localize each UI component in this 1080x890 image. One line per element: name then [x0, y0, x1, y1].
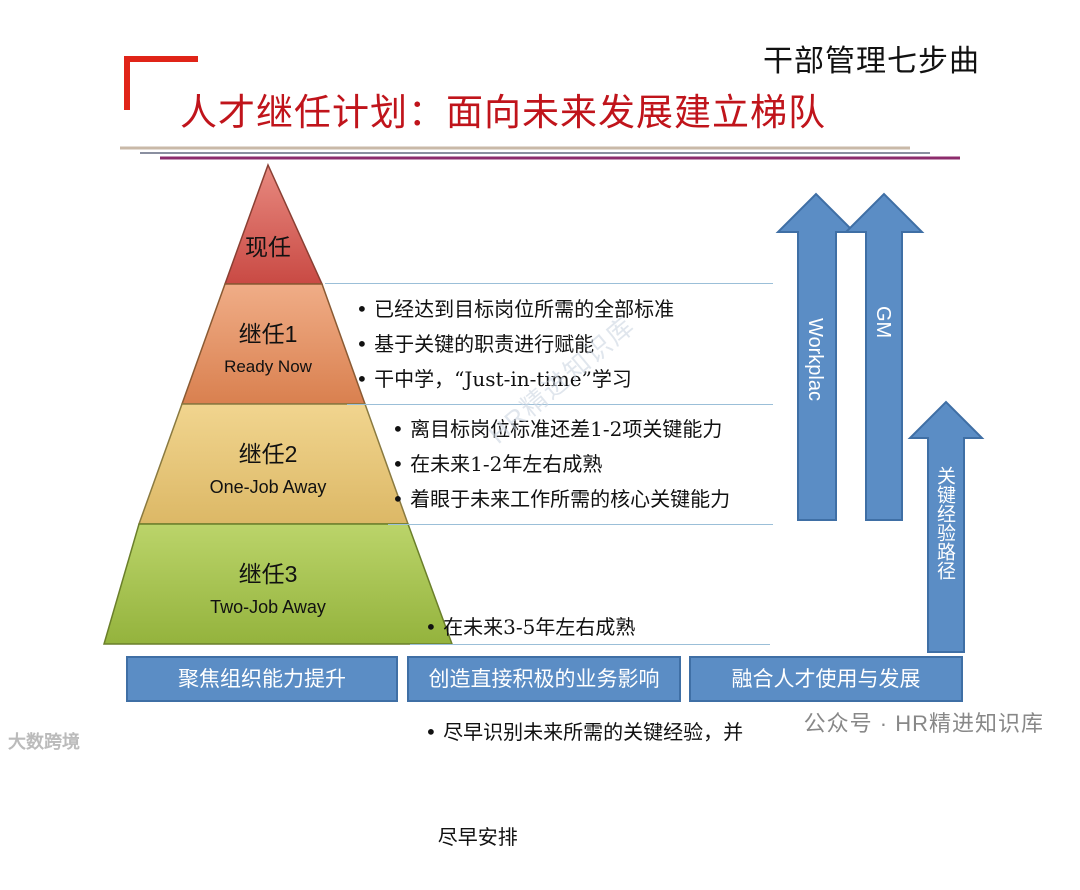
bullet-item: • 基于关键的职责进行赋能	[356, 332, 595, 356]
separator-line	[410, 644, 770, 645]
bullet-item: • 离目标岗位标准还差1-2项关键能力	[392, 417, 723, 441]
experience-path-arrow	[907, 400, 985, 653]
tier-label-current: 现任	[168, 228, 368, 262]
page-title: 人才继任计划：面向未来发展建立梯队	[180, 91, 826, 134]
bottom-box-org-capability: 聚焦组织能力提升	[126, 656, 398, 702]
gm-arrow-label: GM	[872, 306, 894, 339]
gm-arrow	[843, 192, 925, 521]
separator-line	[388, 524, 773, 525]
bullet-item: • 在未来1-2年左右成熟	[392, 452, 603, 476]
experience-path-arrow-label: 关键经验路径	[934, 466, 956, 580]
tier-label-3-cn: 继任3	[238, 561, 298, 587]
bullet-item: • 已经达到目标岗位所需的全部标准	[356, 297, 675, 321]
bullet-item: 尽早安排	[425, 825, 518, 849]
succession-pyramid	[103, 163, 454, 645]
bullet-item: • 着眼于未来工作所需的核心关键能力	[392, 487, 731, 511]
tier-label-current-cn: 现任	[245, 234, 291, 260]
tier-label-1-en: Ready Now	[224, 357, 312, 376]
title-bracket-decoration	[124, 56, 198, 110]
growth-arrows	[775, 192, 985, 653]
bullet-item: • 在未来3-5年左右成熟	[425, 615, 636, 639]
separator-line	[325, 283, 773, 284]
tier1-bullet-list: • 已经达到目标岗位所需的全部标准 • 基于关键的职责进行赋能 • 干中学，“J…	[356, 292, 674, 397]
workplace-arrow	[775, 192, 857, 521]
title-underline-decoration	[120, 146, 960, 160]
footer-logo-text: 大数跨境	[8, 732, 80, 752]
separator-line	[347, 404, 773, 405]
bottom-box-business-impact: 创造直接积极的业务影响	[407, 656, 681, 702]
workplace-arrow-label: Workplac	[804, 318, 826, 401]
tier-label-1: 继任1 Ready Now	[168, 315, 368, 377]
bullet-item: • 尽早识别未来所需的关键经验，并	[425, 720, 744, 744]
pyramid-tier-top	[223, 163, 324, 285]
bottom-box-talent-development: 融合人才使用与发展	[689, 656, 963, 702]
bullet-item: • 干中学，“Just-in-time”学习	[356, 367, 632, 391]
tier2-bullet-list: • 离目标岗位标准还差1-2项关键能力 • 在未来1-2年左右成熟 • 着眼于未…	[392, 412, 730, 517]
series-title: 干部管理七步曲	[763, 44, 980, 79]
tier-label-3: 继任3 Two-Job Away	[168, 555, 368, 618]
tier-label-2: 继任2 One-Job Away	[168, 435, 368, 498]
tier-label-2-en: One-Job Away	[209, 477, 327, 497]
tier3-bullet-list: • 在未来3-5年左右成熟 • 尽早识别未来所需的关键经验，并 尽早安排	[425, 540, 743, 890]
tier-label-2-cn: 继任2	[238, 441, 298, 467]
footer-wechat-text: 公众号 · HR精进知识库	[803, 711, 1044, 736]
tier-label-1-cn: 继任1	[238, 321, 298, 347]
tier-label-3-en: Two-Job Away	[210, 597, 326, 617]
